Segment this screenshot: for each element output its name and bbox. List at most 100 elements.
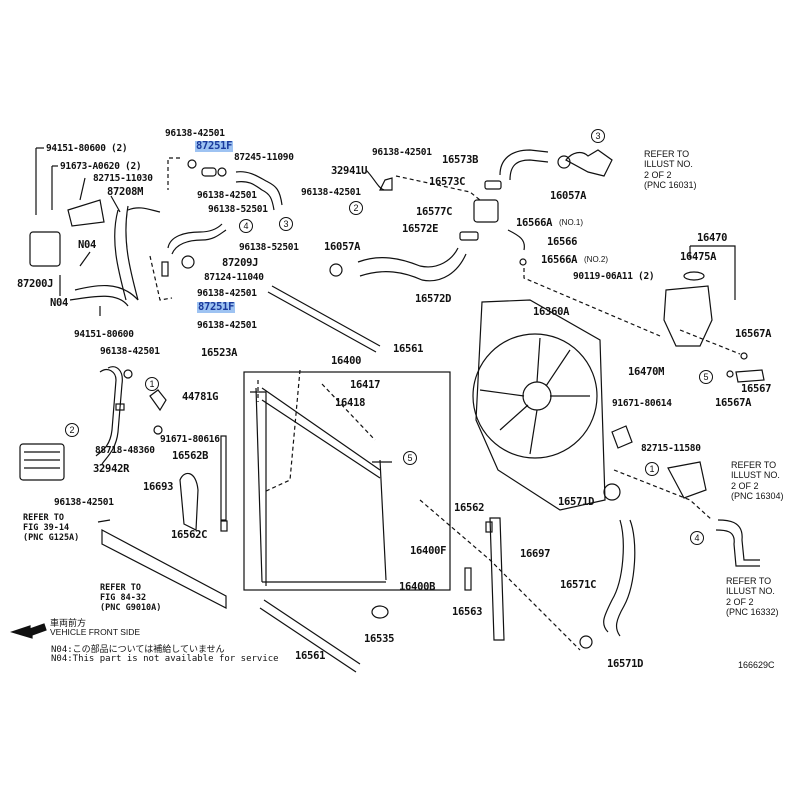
radiator-hose-part — [357, 247, 467, 282]
refer-note-pnc: (PNC G9010A) — [100, 602, 162, 613]
refer-note-line: REFER TO — [23, 513, 64, 523]
part-label[interactable]: N04 — [78, 239, 97, 251]
part-label[interactable]: 32941U — [331, 165, 368, 177]
part-label[interactable]: 16400B — [399, 581, 436, 593]
callout-3: 3 — [591, 129, 605, 143]
refer-note-line: REFER TO — [726, 576, 772, 586]
part-label[interactable]: 16567 — [741, 383, 772, 395]
n04-note-jp: N04:この部品については補給していません — [51, 645, 225, 655]
refer-note-line: REFER TO — [731, 460, 777, 470]
part-label[interactable]: 16693 — [143, 481, 174, 493]
seal-strip-bottom-part — [259, 599, 361, 673]
part-label[interactable]: 94151-80600 — [74, 329, 134, 340]
bracket-part — [67, 199, 105, 227]
part-label[interactable]: 96138-52501 — [208, 204, 268, 215]
part-label[interactable]: 96138-42501 — [54, 497, 114, 508]
part-label[interactable]: 16577C — [416, 206, 453, 218]
part-label[interactable]: 96138-42501 — [197, 320, 257, 331]
part-label[interactable]: 16562B — [172, 450, 209, 462]
thermostat-housing-part — [565, 149, 613, 177]
part-label[interactable]: 96138-42501 — [301, 187, 361, 198]
refer-note-line: 2 OF 2 — [644, 169, 672, 180]
radiator-assembly-box — [243, 371, 451, 591]
part-label[interactable]: 82715-11030 — [93, 173, 153, 184]
support-bracket-part — [489, 517, 505, 641]
radiator-cushion-part — [371, 605, 389, 619]
refer-note-line: ILLUST NO. — [644, 159, 693, 170]
part-label[interactable]: 16566 — [547, 236, 578, 248]
vehicle-front-en: VEHICLE FRONT SIDE — [50, 627, 141, 637]
part-label-highlighted[interactable]: 87251F — [197, 301, 236, 313]
part-label[interactable]: 96138-42501 — [197, 288, 257, 299]
part-label[interactable]: 16563 — [452, 606, 483, 618]
refer-note-16304: REFER TO ILLUST NO. 2 OF 2 (PNC 16304) — [731, 460, 784, 501]
refer-note-line: ILLUST NO. — [726, 586, 775, 597]
part-label[interactable]: 16562 — [454, 502, 485, 514]
part-label[interactable]: 91671-80614 — [612, 398, 672, 409]
part-label[interactable]: 87200J — [17, 278, 54, 290]
intercooler-part — [97, 519, 227, 609]
part-label[interactable]: 16567A — [735, 328, 772, 340]
part-label[interactable]: 88718-48360 — [95, 445, 155, 456]
part-label[interactable]: 16562C — [171, 529, 208, 541]
part-label[interactable]: 16360A — [533, 306, 570, 318]
part-label[interactable]: 16418 — [335, 397, 366, 409]
part-label[interactable]: 16470 — [697, 232, 728, 244]
part-label[interactable]: 16566A — [541, 254, 578, 266]
part-label[interactable]: 96138-52501 — [239, 242, 299, 253]
seal-strip-side-part — [220, 435, 227, 521]
part-label[interactable]: 96138-42501 — [372, 147, 432, 158]
part-label-highlighted[interactable]: 87251F — [195, 140, 234, 152]
part-label[interactable]: 87124-11040 — [204, 272, 264, 283]
fan-shroud-part — [475, 299, 606, 511]
part-label[interactable]: 82715-11580 — [641, 443, 701, 454]
lower-radiator-hose-part — [603, 519, 636, 637]
part-label-suffix: (NO.1) — [559, 218, 583, 227]
part-label[interactable]: 16573B — [442, 154, 479, 166]
part-label[interactable]: N04 — [50, 297, 69, 309]
part-label[interactable]: 16566A — [516, 217, 553, 229]
part-label-suffix: (NO.2) — [584, 255, 608, 264]
part-label[interactable]: 16573C — [429, 176, 466, 188]
refer-note-line: REFER TO — [100, 583, 141, 593]
part-label[interactable]: 16400F — [410, 545, 447, 557]
part-label[interactable]: 87209J — [222, 257, 259, 269]
n04-note-en: N04:This part is not available for servi… — [51, 654, 279, 664]
part-label[interactable]: 16400 — [331, 355, 362, 367]
part-label[interactable]: 16057A — [550, 190, 587, 202]
part-label[interactable]: 16470M — [628, 366, 665, 378]
part-label[interactable]: 91671-80616 — [160, 434, 220, 445]
refer-note-line: REFER TO — [644, 149, 690, 159]
part-label[interactable]: 16572E — [402, 223, 439, 235]
part-label[interactable]: 16057A — [324, 241, 361, 253]
refer-note-line: 2 OF 2 — [731, 480, 759, 491]
callout-4-right: 4 — [690, 531, 704, 545]
part-label[interactable]: 32942R — [93, 463, 130, 475]
callout-5-right: 5 — [699, 370, 713, 384]
part-label[interactable]: 96138-42501 — [197, 190, 257, 201]
part-label[interactable]: 16561 — [295, 650, 326, 662]
part-label[interactable]: 87208M — [107, 186, 144, 198]
part-label[interactable]: 16697 — [520, 548, 551, 560]
part-label[interactable]: 44781G — [182, 391, 219, 403]
part-label[interactable]: 16523A — [201, 347, 238, 359]
part-label[interactable]: 16535 — [364, 633, 395, 645]
part-label[interactable]: 90119-06A11 (2) — [573, 271, 655, 282]
part-label[interactable]: 91673-A0620 (2) — [60, 161, 142, 172]
callout-3-left: 3 — [279, 217, 293, 231]
part-label[interactable]: 16417 — [350, 379, 381, 391]
callout-1: 1 — [145, 377, 159, 391]
part-label[interactable]: 16572D — [415, 293, 452, 305]
part-label[interactable]: 96138-42501 — [165, 128, 225, 139]
part-label[interactable]: 16571D — [558, 496, 595, 508]
part-label[interactable]: 94151-80600 (2) — [46, 143, 128, 154]
part-label[interactable]: 16571C — [560, 579, 597, 591]
part-label[interactable]: 87245-11090 — [234, 152, 294, 163]
part-label[interactable]: 16571D — [607, 658, 644, 670]
water-pipe-part — [114, 205, 139, 301]
callout-1-right: 1 — [645, 462, 659, 476]
part-label[interactable]: 16475A — [680, 251, 717, 263]
part-label[interactable]: 16567A — [715, 397, 752, 409]
part-label[interactable]: 16561 — [393, 343, 424, 355]
part-label[interactable]: 96138-42501 — [100, 346, 160, 357]
